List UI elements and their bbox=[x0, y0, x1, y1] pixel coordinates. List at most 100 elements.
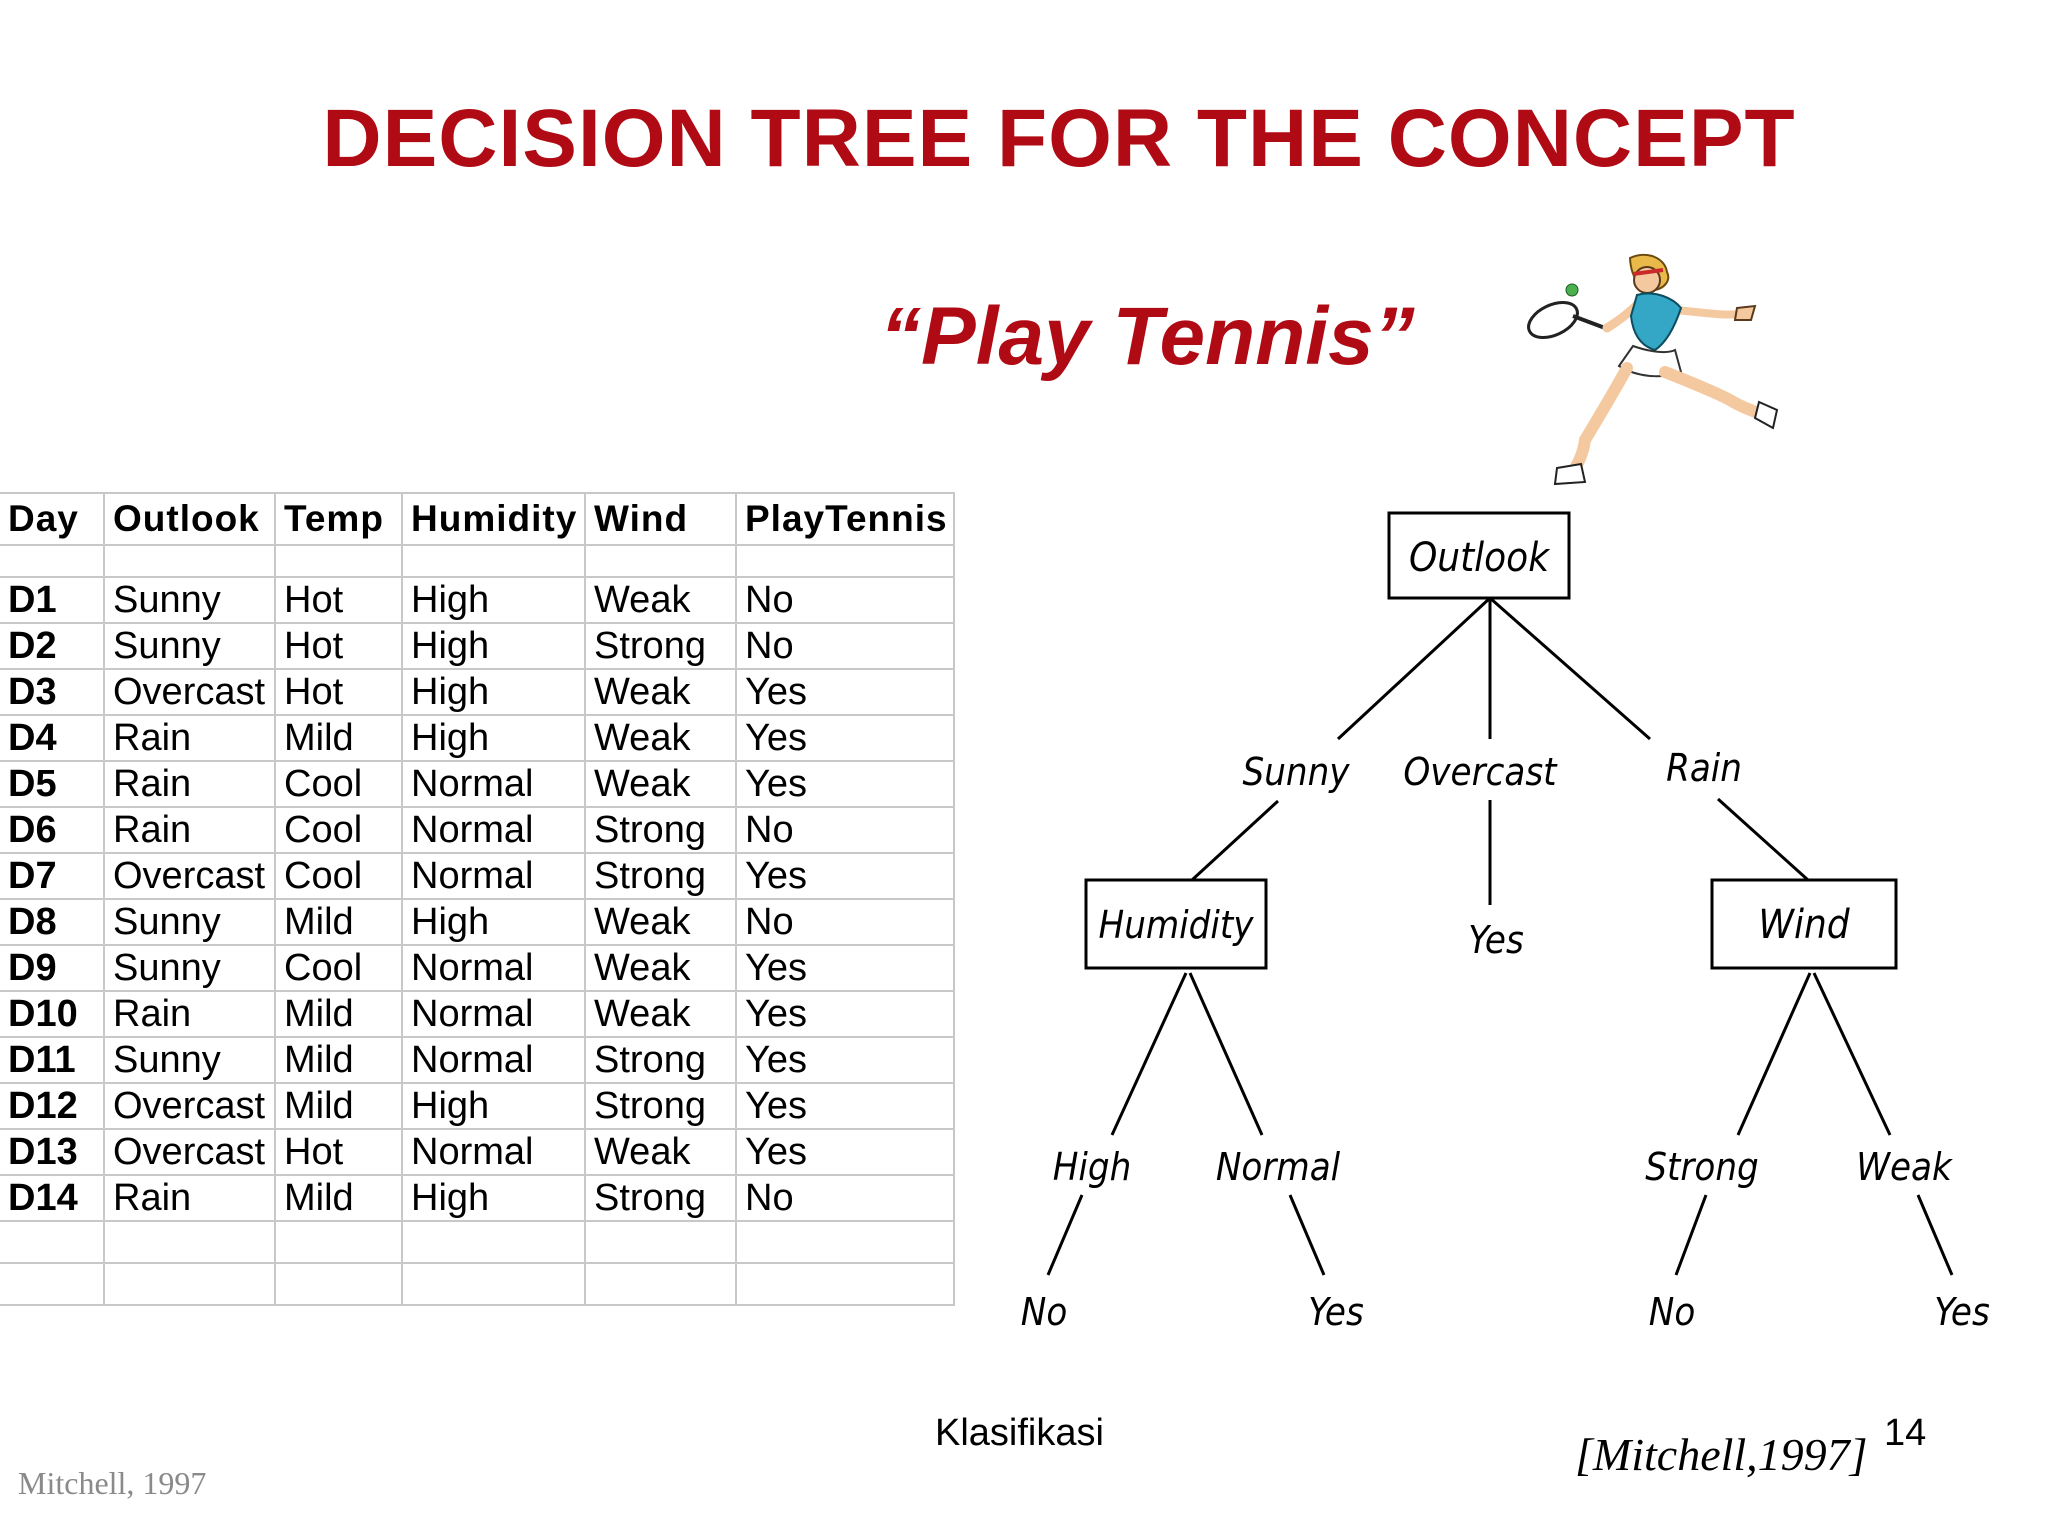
table-cell-day: D7 bbox=[0, 852, 105, 900]
tree-node-wind: Wind bbox=[1758, 902, 1850, 948]
table-cell-humidity: Normal bbox=[401, 760, 586, 808]
tennis-player-icon bbox=[1527, 253, 1779, 486]
tree-branch-sunny: Sunny bbox=[1243, 750, 1351, 794]
table-cell-temp: Cool bbox=[274, 760, 403, 808]
table-cell-outlook: Rain bbox=[103, 760, 276, 808]
column-header-playtennis: PlayTennis bbox=[735, 492, 955, 546]
table-cell-playtennis: No bbox=[735, 806, 955, 854]
table-cell-wind: Weak bbox=[584, 576, 737, 624]
table-cell-temp: Hot bbox=[274, 576, 403, 624]
table-cell-day: D6 bbox=[0, 806, 105, 854]
tree-leaf-strong-no: No bbox=[1649, 1290, 1695, 1334]
table-cell-playtennis: Yes bbox=[735, 990, 955, 1038]
table-cell-outlook: Sunny bbox=[103, 1036, 276, 1084]
edge-strong-no bbox=[1674, 1194, 1708, 1276]
table-cell-wind: Weak bbox=[584, 760, 737, 808]
tree-branch-overcast: Overcast bbox=[1403, 750, 1558, 794]
table-cell-humidity: Normal bbox=[401, 1036, 586, 1084]
column-header-humidity: Humidity bbox=[401, 492, 586, 546]
citation: [Mitchell,1997] bbox=[1575, 1429, 1868, 1480]
edge-root-rain bbox=[1489, 596, 1651, 741]
table-cell-playtennis: No bbox=[735, 898, 955, 946]
table-cell-wind: Weak bbox=[584, 990, 737, 1038]
tree-node-box-outlook bbox=[1387, 511, 1571, 600]
tree-leaf-normal-yes: Yes bbox=[1308, 1290, 1364, 1334]
table-cell-wind: Strong bbox=[584, 852, 737, 900]
table-cell-playtennis: Yes bbox=[735, 1036, 955, 1084]
table-cell-playtennis: Yes bbox=[735, 714, 955, 762]
table-cell-day: D5 bbox=[0, 760, 105, 808]
table-cell-humidity: High bbox=[401, 898, 586, 946]
table-cell-day: D14 bbox=[0, 1174, 105, 1222]
table-spacer-row bbox=[0, 544, 955, 578]
edge-humidity-normal bbox=[1188, 972, 1264, 1136]
table-cell-humidity: Normal bbox=[401, 944, 586, 992]
table-cell-playtennis: No bbox=[735, 1174, 955, 1222]
table-cell-day: D13 bbox=[0, 1128, 105, 1176]
table-cell-playtennis: Yes bbox=[735, 944, 955, 992]
table-cell-temp: Hot bbox=[274, 1128, 403, 1176]
column-header-wind: Wind bbox=[584, 492, 737, 546]
table-empty-row bbox=[0, 1262, 955, 1306]
edge-sunny-humidity bbox=[1190, 799, 1280, 882]
tree-node-humidity: Humidity bbox=[1098, 903, 1254, 947]
table-cell-wind: Weak bbox=[584, 714, 737, 762]
table-cell-outlook: Overcast bbox=[103, 852, 276, 900]
table-cell-outlook: Overcast bbox=[103, 668, 276, 716]
table-cell-humidity: Normal bbox=[401, 806, 586, 854]
table-cell-playtennis: Yes bbox=[735, 760, 955, 808]
table-cell-temp: Mild bbox=[274, 1174, 403, 1222]
table-cell-temp: Mild bbox=[274, 898, 403, 946]
slide-subtitle: “Play Tennis” bbox=[880, 291, 1415, 382]
tree-branch-strong: Strong bbox=[1645, 1145, 1758, 1189]
column-header-outlook: Outlook bbox=[103, 492, 276, 546]
tree-branch-normal: Normal bbox=[1216, 1145, 1341, 1189]
table-cell-playtennis: Yes bbox=[735, 852, 955, 900]
table-cell-outlook: Sunny bbox=[103, 622, 276, 670]
play-tennis-table: Day Outlook Temp Humidity Wind PlayTenni… bbox=[0, 492, 955, 1306]
table-cell-outlook: Rain bbox=[103, 714, 276, 762]
table-cell-day: D8 bbox=[0, 898, 105, 946]
slide-title: DECISION TREE FOR THE CONCEPT bbox=[322, 93, 1796, 184]
table-cell-humidity: High bbox=[401, 576, 586, 624]
tree-leaf-weak-yes: Yes bbox=[1934, 1290, 1990, 1334]
table-cell-playtennis: Yes bbox=[735, 1082, 955, 1130]
tree-branch-high: High bbox=[1053, 1145, 1132, 1189]
table-cell-outlook: Rain bbox=[103, 806, 276, 854]
table-cell-outlook: Overcast bbox=[103, 1082, 276, 1130]
table-cell-humidity: Normal bbox=[401, 990, 586, 1038]
table-cell-outlook: Sunny bbox=[103, 576, 276, 624]
table-cell-humidity: High bbox=[401, 1174, 586, 1222]
table-cell-wind: Weak bbox=[584, 898, 737, 946]
table-cell-temp: Mild bbox=[274, 1082, 403, 1130]
decision-tree: Outlook Humidity Wind Sunny Overcast Rai… bbox=[1021, 511, 1990, 1334]
table-cell-humidity: High bbox=[401, 622, 586, 670]
tree-leaf-overcast-yes: Yes bbox=[1468, 918, 1524, 962]
column-header-day: Day bbox=[0, 492, 105, 546]
table-cell-day: D4 bbox=[0, 714, 105, 762]
table-cell-humidity: Normal bbox=[401, 852, 586, 900]
table-cell-humidity: High bbox=[401, 668, 586, 716]
table-cell-humidity: High bbox=[401, 714, 586, 762]
table-cell-playtennis: No bbox=[735, 622, 955, 670]
table-cell-day: D3 bbox=[0, 668, 105, 716]
edge-wind-weak bbox=[1812, 972, 1892, 1136]
table-cell-wind: Weak bbox=[584, 668, 737, 716]
tree-leaf-high-no: No bbox=[1021, 1290, 1067, 1334]
table-cell-temp: Mild bbox=[274, 714, 403, 762]
table-cell-playtennis: Yes bbox=[735, 668, 955, 716]
table-cell-wind: Strong bbox=[584, 1174, 737, 1222]
table-cell-day: D10 bbox=[0, 990, 105, 1038]
table-cell-temp: Cool bbox=[274, 944, 403, 992]
tree-node-box-humidity bbox=[1084, 878, 1268, 970]
table-cell-wind: Strong bbox=[584, 622, 737, 670]
